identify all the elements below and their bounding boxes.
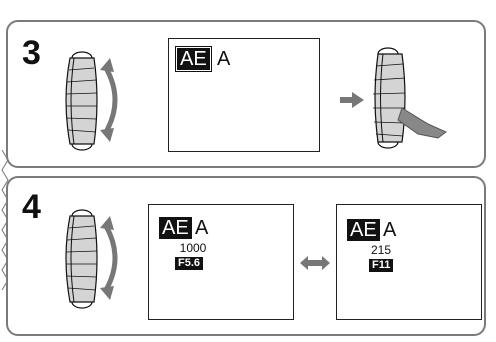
viewfinder-screen-after: AE A 215 F11 [336, 204, 482, 320]
aperture-priority-letter: A [217, 48, 231, 70]
step-3-panel: 3 AE A [6, 20, 486, 168]
step-number: 4 [22, 188, 41, 226]
jog-dial-icon [65, 209, 98, 309]
shutter-speed-value: 215 [370, 243, 392, 257]
push-arrow-icon [340, 92, 364, 108]
aperture-value: F11 [369, 259, 394, 272]
pressing-finger-icon [397, 107, 447, 139]
aperture-priority-letter: A [195, 217, 209, 239]
aperture-priority-letter: A [383, 219, 397, 241]
shutter-speed-value: 1000 [179, 241, 207, 255]
rotate-arrow-icon [100, 216, 118, 300]
ae-mode-badge: AE [175, 46, 212, 72]
double-arrow-icon [300, 256, 330, 270]
rotate-arrow-icon [100, 58, 118, 142]
jog-dial-icon [65, 51, 98, 151]
viewfinder-screen: AE A [168, 38, 320, 152]
ae-mode-badge: AE [347, 219, 380, 241]
step-number: 3 [22, 34, 41, 72]
aperture-value: F5.6 [175, 257, 204, 270]
step-4-panel: 4 AE A 1000 F5.6 [6, 176, 486, 336]
viewfinder-screen-before: AE A 1000 F5.6 [148, 204, 294, 320]
ae-mode-badge: AE [159, 217, 192, 239]
jog-dial-pressed-icon [372, 47, 447, 149]
